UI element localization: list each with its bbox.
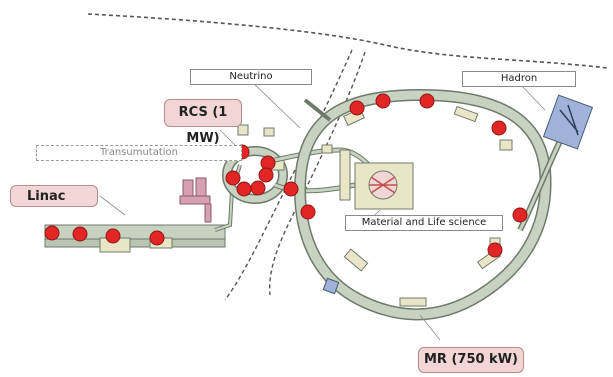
magnet-marker [250, 180, 266, 196]
magnet-marker [44, 225, 60, 241]
magnet-marker [283, 181, 299, 197]
magnet-marker [419, 93, 435, 109]
mr-ring [293, 88, 552, 321]
hadron-hall [542, 94, 594, 150]
neutrino-beamline [303, 98, 332, 122]
transmutation-facility [179, 177, 212, 223]
mr-buildings [321, 105, 513, 307]
neutrino-label: Neutrino [190, 69, 312, 85]
transmutation-label: Transumutation [36, 145, 242, 161]
mlf-label: Material and Life science [345, 215, 503, 231]
hadron-label: Hadron [462, 71, 576, 87]
linac-tunnel [44, 224, 226, 253]
magnet-marker [236, 181, 252, 197]
leader-lines [99, 79, 546, 341]
magnet-marker [225, 170, 241, 186]
site-boundary-top [87, 13, 609, 69]
magnet-marker [72, 226, 88, 242]
magnet-marker [491, 120, 507, 136]
rcs-callout: RCS (1 MW) [164, 99, 242, 146]
magnet-marker [300, 204, 316, 220]
magnet-marker [105, 228, 121, 244]
magnet-marker [149, 230, 165, 246]
linac-callout: Linac [10, 185, 98, 207]
magnets [44, 93, 528, 258]
magnet-marker [487, 242, 503, 258]
magnet-marker [349, 100, 365, 116]
magnet-marker [512, 207, 528, 223]
magnet-marker [258, 167, 274, 183]
magnet-marker [375, 93, 391, 109]
mlf-building [339, 149, 414, 210]
site-boundary-road-1 [224, 49, 353, 301]
mr-callout: MR (750 kW) [418, 347, 524, 373]
